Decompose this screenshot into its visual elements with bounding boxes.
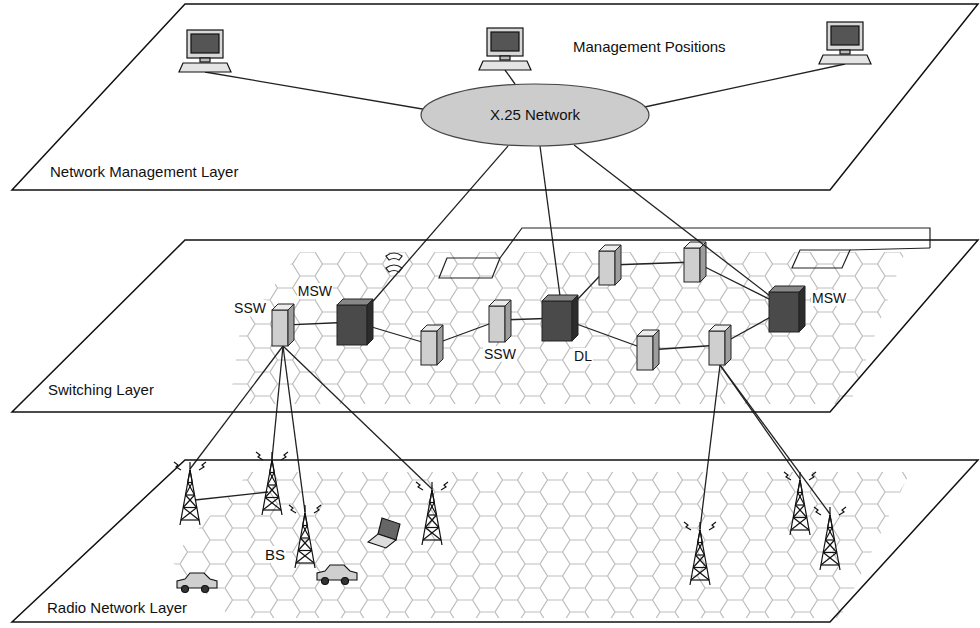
- network-link: [373, 146, 508, 301]
- base-station-tower: [684, 522, 716, 585]
- base-station-tower: [289, 505, 321, 568]
- switch-label: SSW: [483, 346, 517, 362]
- layer-title: Network Management Layer: [50, 163, 238, 180]
- switch-node: SSW: [489, 300, 511, 342]
- base-station-tower: [814, 507, 846, 570]
- switch-node: MSW: [769, 286, 805, 332]
- plane-outline: [12, 460, 978, 622]
- car: [177, 573, 217, 593]
- management-computer: [179, 30, 231, 72]
- switch-box: [542, 295, 578, 341]
- base-station-tower: [784, 472, 816, 535]
- switch-box: [709, 325, 731, 365]
- network-ellipse: X.25 Network: [420, 83, 650, 147]
- layer-title: Radio Network Layer: [47, 599, 187, 616]
- network-link: [574, 145, 769, 295]
- layer-plane: Radio Network Layer: [12, 460, 978, 622]
- base-station-tower: [416, 482, 448, 545]
- group-caption: Management Positions: [572, 38, 727, 55]
- switch-box: [637, 330, 659, 370]
- management-computer: [479, 28, 531, 70]
- car: [317, 565, 357, 585]
- switch-box: [489, 300, 511, 342]
- switch-node: DL: [637, 330, 659, 370]
- layer-plane: Switching LayerSSWMSWSSWDLMSW: [12, 240, 978, 412]
- switch-box: [599, 245, 621, 285]
- laptop-terminal: [368, 518, 400, 548]
- management-computer: [819, 22, 871, 64]
- switch-label: MSW: [297, 283, 333, 299]
- switch-label: SSW: [233, 300, 267, 316]
- layer-plane: Network Management Layer X.25 Network: [12, 4, 978, 190]
- switch-node: SSW: [272, 304, 294, 346]
- base-station-tower: [174, 462, 206, 525]
- switch-box: [421, 325, 443, 365]
- switch-box: [337, 299, 373, 345]
- base-station-tower: [256, 452, 288, 515]
- layer-title: Switching Layer: [48, 381, 154, 398]
- network-link: [294, 323, 337, 325]
- network-name: X.25 Network: [490, 106, 580, 123]
- switch-box: [769, 286, 805, 332]
- switch-label: DL: [573, 348, 593, 364]
- switch-label: MSW: [811, 290, 847, 306]
- base-station-label: BS: [264, 546, 286, 563]
- switch-box: [272, 304, 294, 346]
- switch-node: MSW: [337, 299, 373, 345]
- switch-box: [684, 242, 706, 282]
